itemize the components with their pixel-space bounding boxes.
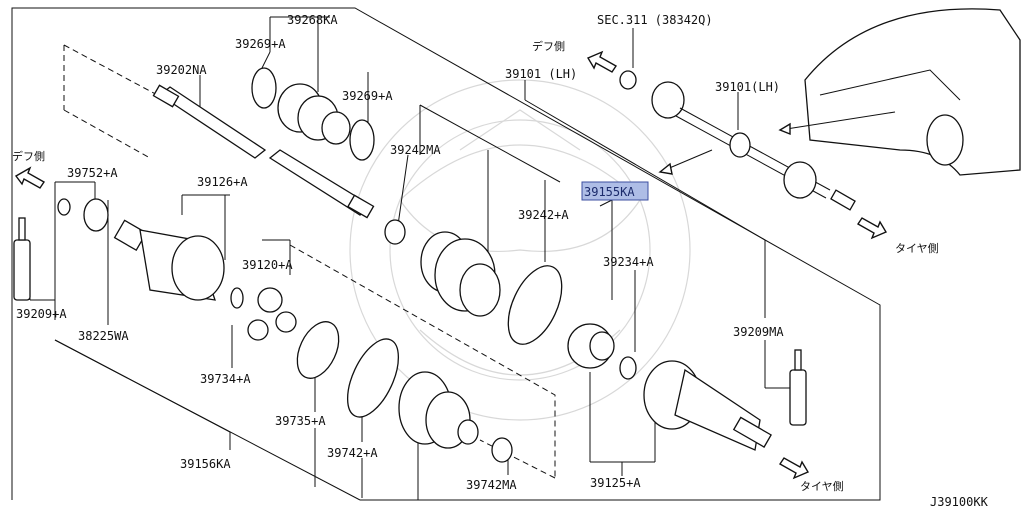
band-39742a (346, 338, 400, 418)
grease-tube-39209ma (789, 349, 807, 426)
inset-axle (619, 70, 856, 211)
label-39202na[interactable]: 39202NA (156, 63, 207, 77)
label-39125a[interactable]: 39125+A (590, 476, 641, 490)
spider-39120a (247, 287, 297, 341)
label-39268ka[interactable]: 39268KA (287, 13, 338, 27)
cage-39155ka (567, 323, 615, 369)
arrow-diff-top (586, 50, 618, 73)
label-39242a[interactable]: 39242+A (518, 208, 569, 222)
grease-tube-39209a (13, 217, 31, 301)
label-39101lh-inset[interactable]: 39101(LH) (715, 80, 780, 94)
label-39156ka[interactable]: 39156KA (180, 457, 231, 471)
band-39242a (507, 265, 563, 345)
inset-car (804, 8, 1021, 176)
band-clamp-39269-right (349, 119, 375, 161)
label-39155ka[interactable]: 39155KA (584, 185, 635, 199)
label-39120a[interactable]: 39120+A (242, 258, 293, 272)
inset-pointer-lines (658, 111, 896, 175)
highlight-39155ka[interactable] (581, 181, 649, 201)
arrow-tire-bottom (778, 457, 810, 480)
snap-ring-39242ma (384, 219, 406, 245)
label-39269a-top[interactable]: 39269+A (235, 37, 286, 51)
label-sec311[interactable]: SEC.311 (38342Q) (597, 13, 713, 27)
ring-39234a (619, 356, 637, 380)
label-39209a[interactable]: 39209+A (16, 307, 67, 321)
label-39742ma[interactable]: 39742MA (466, 478, 517, 492)
label-39101lh-main[interactable]: 39101 (LH) (505, 67, 577, 81)
outer-joint-39125a (643, 360, 772, 451)
label-39735a[interactable]: 39735+A (275, 414, 326, 428)
band-39742ma (491, 437, 513, 463)
housing-39126a (113, 219, 225, 301)
label-39742a[interactable]: 39742+A (327, 446, 378, 460)
label-tire-bottom: タイヤ側 (800, 480, 844, 493)
label-39209ma[interactable]: 39209MA (733, 325, 784, 339)
label-38225wa[interactable]: 38225WA (78, 329, 129, 343)
assembly-frame (11, 7, 881, 501)
arrow-tire-right (856, 217, 888, 240)
diagram-code: J39100KK (930, 495, 989, 509)
watermark-emblem (349, 79, 691, 421)
band-clamp-39269-top (251, 67, 277, 109)
snap-ring-39734 (230, 287, 244, 309)
leader-lines (29, 16, 790, 501)
seal-38225wa (83, 198, 109, 232)
label-39734a[interactable]: 39734+A (200, 372, 251, 386)
oring-39752 (57, 198, 71, 216)
arrow-diff-left (14, 166, 46, 189)
label-39242ma[interactable]: 39242MA (390, 143, 441, 157)
boot-inner-39741 (398, 371, 479, 449)
label-diff-top: デフ側 (532, 39, 565, 53)
boot-outer-39241 (420, 231, 501, 317)
label-39752a[interactable]: 39752+A (67, 166, 118, 180)
boot-inner-top (277, 83, 351, 145)
shaft-inner (152, 84, 375, 219)
label-39269a-right[interactable]: 39269+A (342, 89, 393, 103)
label-tire-right: タイヤ側 (895, 242, 939, 255)
label-39126a[interactable]: 39126+A (197, 175, 248, 189)
label-diff-left: デフ側 (12, 149, 45, 163)
ring-39735 (296, 321, 340, 379)
label-39234a[interactable]: 39234+A (603, 255, 654, 269)
